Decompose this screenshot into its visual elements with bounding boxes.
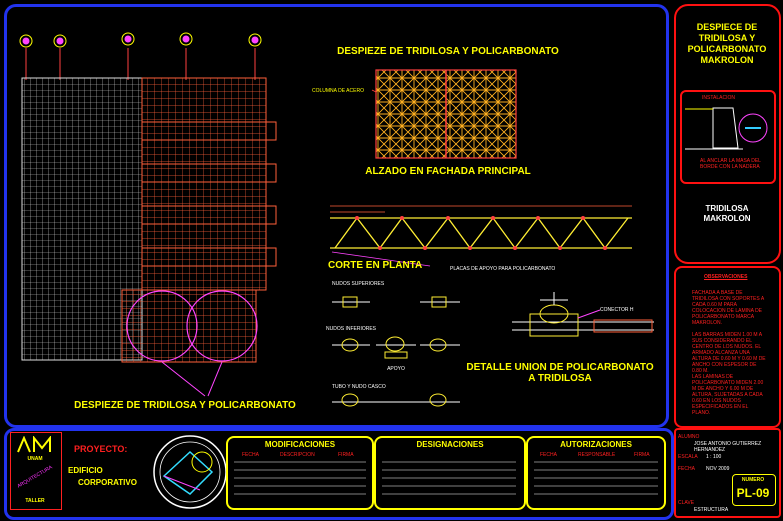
side-panel-top xyxy=(674,4,781,264)
mod-col-date: FECHA xyxy=(242,452,259,458)
label-support: APOYO xyxy=(387,366,405,372)
title-block xyxy=(4,428,674,520)
sheet-number: PL-09 xyxy=(736,486,770,500)
node-details xyxy=(332,296,460,407)
project-label: PROYECTO: xyxy=(74,444,128,454)
logo-icon xyxy=(17,436,51,453)
label-plates: PLACAS DE APOYO PARA POLICARBONATO xyxy=(450,266,555,272)
drawing-canvas: DESPIEZE DE TRIDILOSA Y POLICARBONATO CO… xyxy=(19,32,654,411)
project-line-1: EDIFICIO xyxy=(68,466,103,475)
side-panel-title: DESPIECE DE TRIDILOSA Y POLICARBONATO MA… xyxy=(687,22,767,65)
auth-col-firm: FIRMA xyxy=(634,452,650,458)
label-upper-nodes: NUDOS SUPERIORES xyxy=(332,281,385,287)
modifications-table xyxy=(226,436,374,510)
plan-grid xyxy=(21,77,277,397)
label-column: COLUMNA DE ACERO xyxy=(312,88,364,94)
side-subtitle-2: MAKROLON xyxy=(703,214,751,223)
authorizations-heading: AUTORIZACIONES xyxy=(560,440,632,449)
right-label-1: ALUMNO xyxy=(678,434,700,440)
emblem-icon xyxy=(153,435,227,509)
truss-nodes xyxy=(355,216,607,250)
notes-para-3: LAS LAMINAS DE POLICARBONATO MIDEN 2.00 … xyxy=(692,374,764,416)
auth-col-date: FECHA xyxy=(540,452,557,458)
notes-para-1: FACHADA A BASE DE TRIDILOSA CON SOPORTES… xyxy=(692,290,764,326)
caption-elevation: ALZADO EN FACHADA PRINCIPAL xyxy=(365,166,531,177)
designations-heading: DESIGNACIONES xyxy=(416,440,484,449)
label-connector: CONECTOR H xyxy=(600,307,634,313)
caption-plan: DESPIEZE DE TRIDILOSA Y POLICARBONATO xyxy=(74,400,296,411)
caption-detail-line1: DETALLE UNION DE POLICARBONATO xyxy=(466,362,653,373)
mod-col-firm: FIRMA xyxy=(338,452,354,458)
sheet-label: NUMERO xyxy=(741,477,765,483)
auth-col-responsible: RESPONSABLE xyxy=(578,452,616,458)
title-top: DESPIEZE DE TRIDILOSA Y POLICARBONATO xyxy=(337,46,559,57)
side-subtitle-1: TRIDILOSA xyxy=(705,204,749,213)
notes-panel xyxy=(674,266,781,428)
logo-box xyxy=(10,432,62,510)
detail-note: AL ANCLAR LA MASA DEL BORDE CON LA NADER… xyxy=(700,158,761,170)
caption-section: CORTE EN PLANTA xyxy=(328,260,422,271)
sheet-info-panel xyxy=(674,428,781,518)
right-value-3: NOV 2009 xyxy=(706,466,730,472)
main-drawing-frame xyxy=(4,4,669,428)
table-rules xyxy=(234,461,658,495)
elevation-lattice xyxy=(371,69,517,159)
right-value-2: 1 : 100 xyxy=(706,454,722,460)
project-line-2: CORPORATIVO xyxy=(78,478,137,487)
logo-text: UNAM xyxy=(27,456,43,462)
connection-detail xyxy=(512,292,654,337)
modifications-heading: MODIFICACIONES xyxy=(264,440,336,449)
column-markers xyxy=(19,32,262,80)
notes-para-2: LAS BARRAS MIDEN 1.00 M A SUS CONSIDERAN… xyxy=(692,332,766,374)
detail-box xyxy=(680,90,776,184)
mod-col-description: DESCRIPCION xyxy=(280,452,315,458)
right-label-3: FECHA xyxy=(678,466,695,472)
detail-drawing xyxy=(685,107,768,150)
label-lower-nodes: NUDOS INFERIORES xyxy=(326,326,377,332)
notes-heading: OBSERVACIONES xyxy=(704,274,748,280)
right-label-2: ESCALA xyxy=(678,454,698,460)
right-value-1: JOSE ANTONIO GUTIERREZ HERNANDEZ xyxy=(694,441,762,453)
designations-table xyxy=(374,436,526,510)
caption-detail-line2: A TRIDILOSA xyxy=(528,373,592,384)
label-tube-node: TUBO Y NUDO CASCO xyxy=(332,384,386,390)
bottom-label: CLAVE xyxy=(678,500,695,506)
truss-section xyxy=(330,205,632,267)
logo-bottom: TALLER xyxy=(25,498,45,504)
detail-heading: INSTALACION xyxy=(702,95,735,101)
authorizations-table xyxy=(526,436,666,510)
bottom-value: ESTRUCTURA xyxy=(694,507,729,513)
sheet-number-box xyxy=(732,474,776,506)
